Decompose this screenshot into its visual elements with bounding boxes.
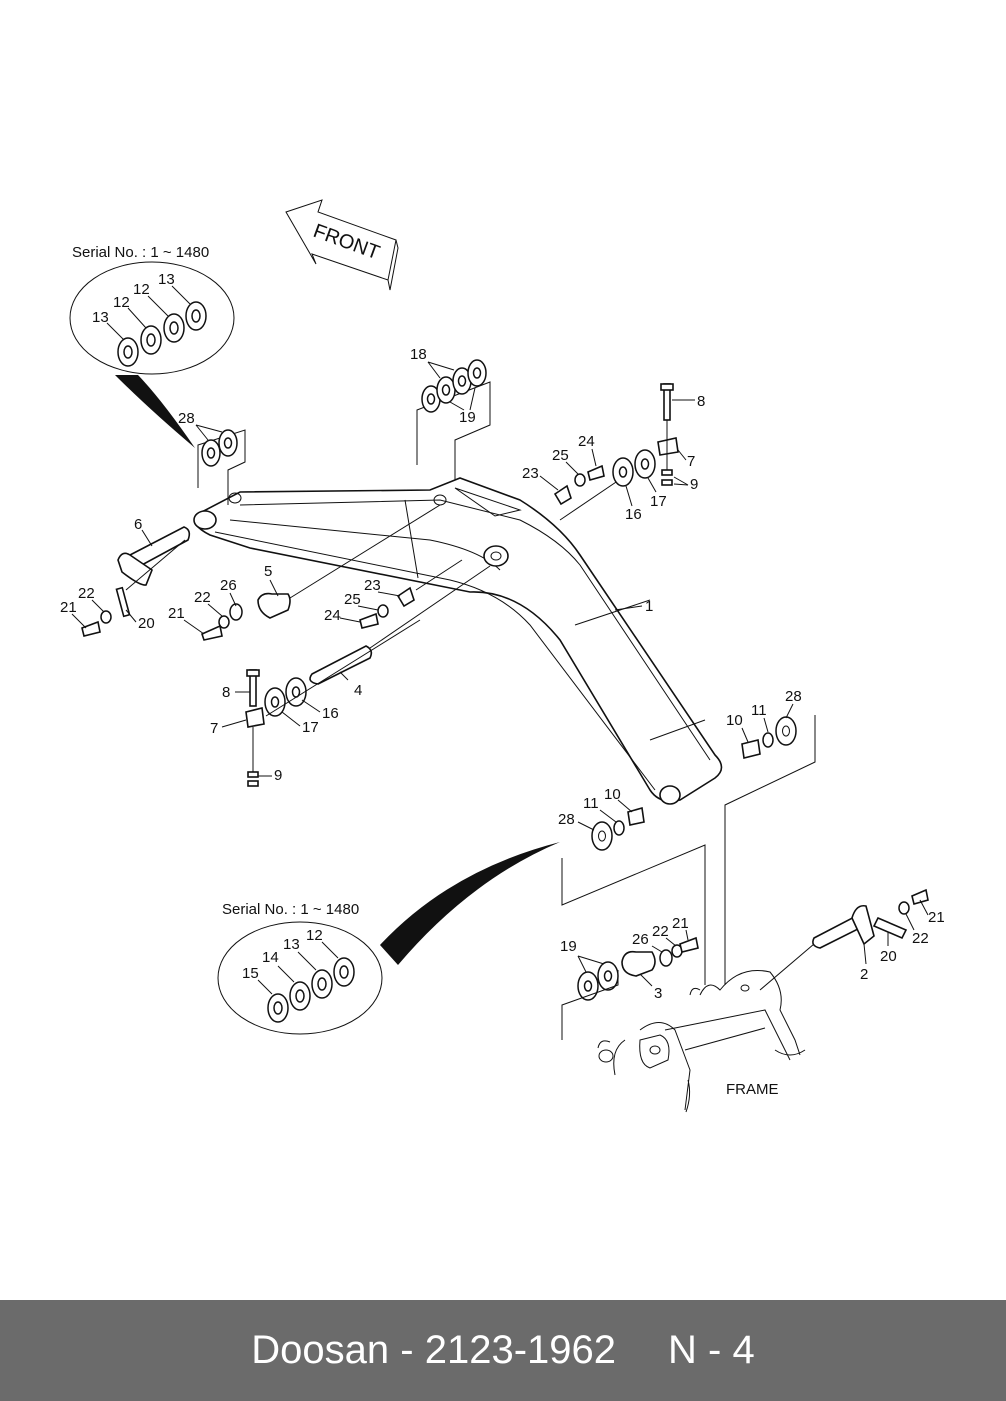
callout-8-b: 8 [222,684,230,701]
callout-7-b: 7 [210,720,218,737]
callout-19-b: 19 [560,938,577,955]
callout-1: 1 [645,598,653,615]
inset-top-label-3: 12 [133,281,150,298]
callout-17-a: 17 [650,493,667,510]
callout-21-d: 21 [928,909,945,926]
footer-page: N - 4 [668,1328,755,1372]
callout-22-c: 22 [652,923,669,940]
callout-16-b: 16 [322,705,339,722]
inset-bottom-label-3: 13 [283,936,300,953]
callout-26-a: 26 [220,577,237,594]
bushing-group-lower: 10 11 28 [558,786,706,985]
group-28-left: 28 [178,410,246,505]
callout-9-a: 9 [690,476,698,493]
inset-bottom: Serial No. : 1 ~ 1480 15 14 13 12 [217,842,560,1035]
inset-top: Serial No. : 1 ~ 1480 13 12 12 13 [69,244,235,448]
pin-6-group: 6 21 22 20 [60,516,191,637]
callout-5: 5 [264,563,272,580]
pin-2-group: 2 20 22 21 [759,888,945,991]
bushing-group-right: 10 11 28 [724,688,816,985]
inset-bottom-label-4: 12 [306,927,323,944]
callout-8-a: 8 [697,393,705,410]
inset-top-label-1: 13 [92,309,109,326]
callout-19-top: 19 [459,409,476,426]
callout-22-b: 22 [194,589,211,606]
fitting-group-middle: 23 25 24 [324,559,463,629]
callout-21-b: 21 [168,605,185,622]
pin-5-group: 5 26 22 21 [168,504,441,641]
inset-top-label-4: 13 [158,271,175,288]
callout-20-b: 20 [880,948,897,965]
pin-3-group: 3 26 22 21 19 [560,915,699,1040]
callout-24-a: 24 [578,433,595,450]
group-18-19: 18 19 [410,346,491,480]
inset-top-title: Serial No. : 1 ~ 1480 [72,244,209,261]
inset-bottom-label-1: 15 [242,965,259,982]
callout-28-c: 28 [785,688,802,705]
frame-structure: FRAME [597,970,806,1113]
pin-4-group: 4 16 17 8 7 9 [210,565,491,787]
callout-10-b: 10 [604,786,621,803]
callout-28-b: 28 [558,811,575,828]
footer-brand: Doosan - 2123-1962 [251,1328,617,1372]
callout-23-b: 23 [364,577,381,594]
callout-23-a: 23 [522,465,539,482]
fitting-group-top-right: 23 25 24 16 17 8 7 9 [522,383,705,523]
callout-2: 2 [860,966,868,983]
callout-20-a: 20 [138,615,155,632]
callout-25-a: 25 [552,447,569,464]
frame-label: FRAME [726,1081,779,1098]
callout-7-a: 7 [687,453,695,470]
parts-diagram: FRONT Serial No. : 1 ~ 1480 13 12 12 1 3 … [60,199,945,1113]
callout-11-b: 11 [583,795,599,812]
callout-3: 3 [654,985,662,1002]
inset-top-label-2: 12 [113,294,130,311]
callout-25-b: 25 [344,591,361,608]
callout-11-a: 11 [751,702,767,719]
inset-bottom-label-2: 14 [262,949,279,966]
callout-9-b: 9 [274,767,282,784]
callout-16-a: 16 [625,506,642,523]
boom-exploded-view: FRONT Serial No. : 1 ~ 1480 13 12 12 1 3 … [60,199,945,1113]
callout-21-a: 21 [60,599,77,616]
callout-17-b: 17 [302,719,319,736]
callout-24-b: 24 [324,607,341,624]
inset-bottom-title: Serial No. : 1 ~ 1480 [222,901,359,918]
callout-21-c: 21 [672,915,689,932]
callout-10-a: 10 [726,712,743,729]
callout-4: 4 [354,682,362,699]
callout-22-a: 22 [78,585,95,602]
callout-28-left: 28 [178,410,195,427]
callout-18: 18 [410,346,427,363]
boom-arm [193,477,723,805]
callout-6: 6 [134,516,142,533]
callout-22-d: 22 [912,930,929,947]
callout-26-b: 26 [632,931,649,948]
front-arrow-icon: FRONT [285,199,399,291]
footer-bar: Doosan - 2123-1962 N - 4 [0,1300,1006,1401]
